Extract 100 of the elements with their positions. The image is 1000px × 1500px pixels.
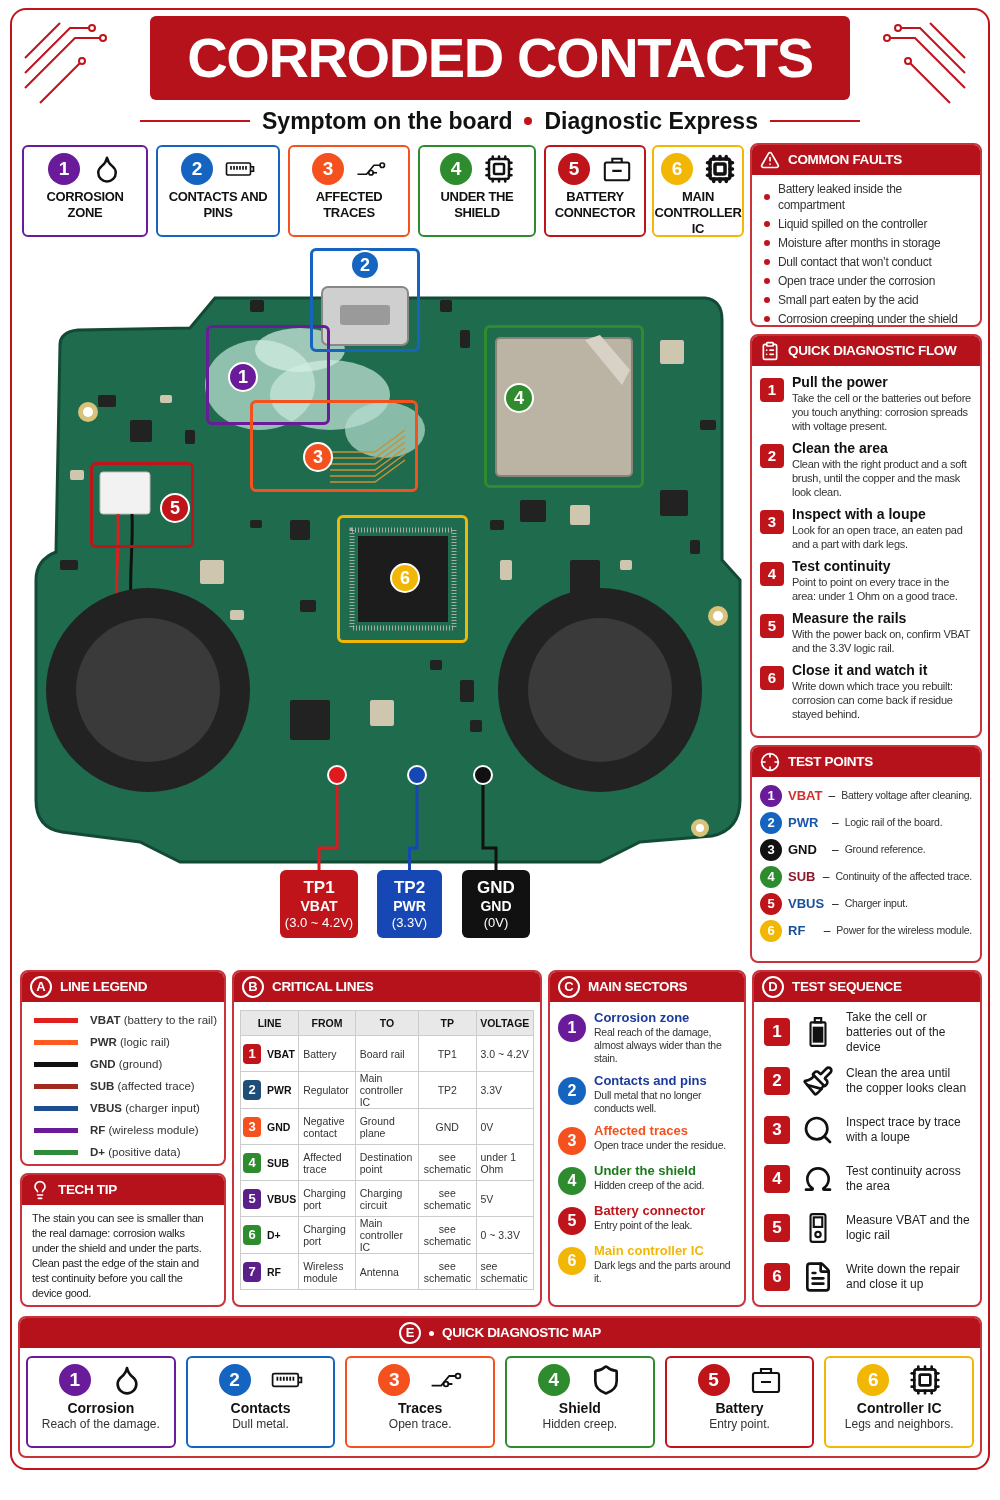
number-badge: 3: [760, 839, 782, 861]
tag-title: GND: [477, 876, 515, 898]
highlight-outline: [484, 325, 644, 488]
subtitle: Diagnostic Express: [544, 106, 758, 136]
panel: [232, 970, 542, 1307]
step-title: Close it and watch it: [792, 662, 929, 679]
from-value: Wireless module: [298, 1253, 356, 1290]
dash: –: [832, 842, 839, 859]
card-title: MAIN CONTROLLER IC: [653, 189, 743, 237]
card-title: Contacts: [230, 1400, 291, 1417]
sector-title: Contacts and pins: [594, 1073, 708, 1089]
to-value: Antenna: [355, 1253, 419, 1290]
panel-title: QUICK DIAGNOSTIC MAP: [442, 1323, 601, 1342]
number-badge: 5: [558, 1207, 586, 1235]
from-value: Regulator: [298, 1071, 356, 1109]
line-name: D+: [267, 1229, 281, 1241]
card-title: Traces: [398, 1400, 443, 1417]
line-name: GND: [267, 1120, 291, 1133]
to-value: Board rail: [355, 1035, 419, 1072]
fault-item: Dull contact that won’t conduct: [778, 254, 932, 270]
test-point-lead: [317, 785, 339, 870]
step-number: 6: [760, 666, 784, 690]
card-title: CORROSION ZONE: [45, 189, 125, 221]
number-badge: 6: [661, 153, 693, 185]
step-title: Pull the power: [792, 374, 889, 391]
column-header: VOLTAGE: [476, 1010, 534, 1036]
fault-item: Liquid spilled on the controller: [778, 216, 928, 232]
dash: –: [823, 923, 831, 940]
test-point-lead: [408, 785, 419, 870]
panel: [20, 1173, 226, 1307]
card-description: Hidden creep.: [542, 1417, 618, 1432]
tag-voltage: (3.3V): [391, 915, 428, 932]
test-point-name: GND: [788, 841, 818, 860]
letter-badge: C: [558, 976, 580, 998]
step-number: 1: [760, 378, 784, 402]
test-point-name: PWR: [788, 814, 820, 833]
step-description: Take the cell or the batteries out before you touch anything: corrosion spreads with voltage present.: [792, 391, 972, 433]
step-number: 2: [764, 1067, 790, 1095]
test-point-value: TP1: [418, 1035, 476, 1072]
highlight-outline: [90, 462, 194, 548]
step-title: Inspect with a loupe: [792, 506, 927, 523]
test-point-name: VBUS: [788, 895, 826, 914]
number-badge: 6: [558, 1247, 586, 1275]
step-title: Test continuity: [792, 558, 892, 575]
map-card: [824, 1356, 975, 1448]
column-header: LINE: [240, 1010, 299, 1036]
category-card: [544, 145, 646, 237]
dash: –: [822, 869, 830, 886]
number-badge: 5: [558, 153, 590, 185]
panel: [20, 970, 226, 1166]
sector-description: Open trace under the residue.: [594, 1139, 726, 1152]
to-value: Ground plane: [355, 1108, 419, 1145]
from-value: Charging port: [298, 1216, 356, 1254]
dash: –: [828, 788, 836, 805]
voltage-value: 0V: [476, 1108, 534, 1145]
category-card: [418, 145, 536, 237]
to-value: Main controller IC: [355, 1216, 419, 1254]
card-description: Open trace.: [388, 1417, 452, 1432]
number-badge: 3: [378, 1364, 411, 1396]
step-description: Look for an open trace, an eaten pad and a part with dark legs.: [792, 523, 964, 551]
number-badge: 4: [558, 1167, 586, 1195]
line-name: VBAT: [267, 1047, 295, 1060]
tag-signal: GND: [480, 897, 512, 916]
panel-title: COMMON FAULTS: [788, 150, 902, 169]
test-point-value: see schematic: [418, 1216, 476, 1254]
row-number: 7: [243, 1261, 261, 1282]
tag-voltage: (0V): [483, 915, 509, 932]
step-description: Measure VBAT and the logic rail: [846, 1213, 970, 1243]
panel-title: TEST POINTS: [788, 752, 873, 771]
voltage-value: under 1 Ohm: [476, 1144, 534, 1181]
fault-item: Open trace under the corrosion: [778, 273, 936, 289]
tag-voltage: (3.0 ~ 4.2V): [284, 915, 354, 932]
fault-item: Small part eaten by the acid: [778, 292, 919, 308]
step-number: 4: [764, 1165, 790, 1193]
legend-text: VBAT (battery to the rail): [90, 1013, 217, 1028]
row-number: 1: [243, 1043, 261, 1064]
to-value: Destination point: [355, 1144, 419, 1181]
number-badge: 3: [558, 1127, 586, 1155]
map-card: [505, 1356, 655, 1448]
legend-text: RF (wireless module): [90, 1123, 199, 1138]
sector-title: Corrosion zone: [594, 1010, 691, 1026]
number-badge: 5: [760, 893, 782, 915]
test-point-lead: [481, 785, 498, 870]
voltage-value: see schematic: [476, 1253, 534, 1290]
step-number: 3: [764, 1116, 790, 1144]
category-card: [288, 145, 410, 237]
card-title: Controller IC: [856, 1400, 942, 1417]
panel: [752, 970, 982, 1307]
step-description: Clean with the right product and a soft brush, until the copper and the mask look clean.: [792, 457, 968, 499]
step-number: 5: [764, 1214, 790, 1242]
tag-signal: PWR: [393, 897, 426, 916]
voltage-value: 3.0 ~ 4.2V: [476, 1035, 534, 1072]
tag-title: TP2: [393, 876, 426, 898]
number-badge: 3: [312, 153, 344, 185]
legend-text: SUB (affected trace): [90, 1079, 195, 1094]
category-card: [156, 145, 280, 237]
row-number: 2: [243, 1080, 261, 1100]
test-point-value: see schematic: [418, 1253, 476, 1290]
column-header: FROM: [298, 1010, 356, 1036]
number-badge: 6: [760, 920, 782, 942]
